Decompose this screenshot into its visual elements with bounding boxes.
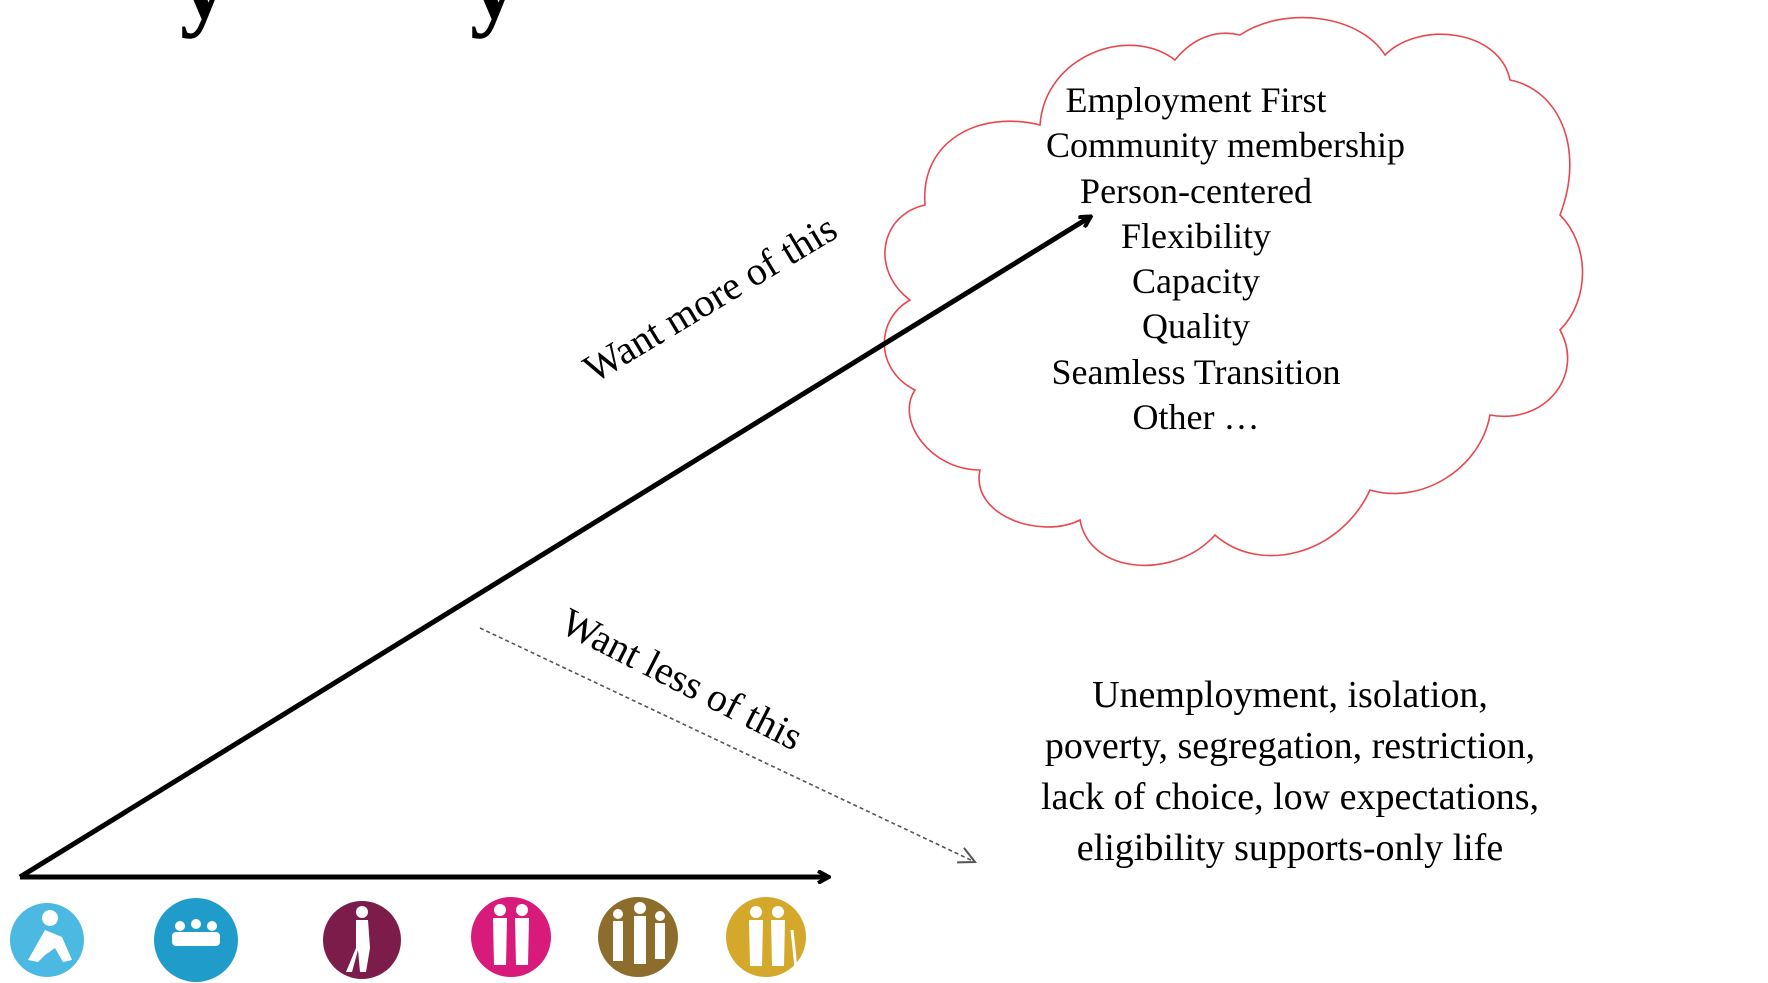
list-item: Person-centered xyxy=(1080,170,1312,211)
title-fragment-2: y xyxy=(470,0,518,34)
list-item: Flexibility xyxy=(1120,215,1271,256)
want-less-arrow xyxy=(479,627,975,862)
cloud-shape xyxy=(883,16,1584,567)
young-adults-icon xyxy=(471,897,551,977)
text-line: lack of choice, low expectations, xyxy=(1040,776,1540,818)
text-line: Unemployment, isolation, xyxy=(1092,674,1488,716)
list-item: Seamless Transition xyxy=(1051,351,1341,392)
list-item: Capacity xyxy=(1132,261,1260,302)
text-line: poverty, segregation, restriction, xyxy=(1044,725,1536,767)
family-icon xyxy=(598,897,678,977)
list-item: Quality xyxy=(1142,306,1250,347)
list-item: Community membership xyxy=(1046,125,1405,166)
list-item: Other … xyxy=(1132,397,1260,438)
teen-icon xyxy=(323,901,401,979)
children-icon xyxy=(154,898,238,982)
elderly-couple-icon xyxy=(726,897,806,977)
life-stage-icons xyxy=(10,897,806,982)
title-fragment-1: y xyxy=(180,0,228,34)
baby-icon xyxy=(10,903,84,977)
want-less-text: Unemployment, isolation, poverty, segreg… xyxy=(1010,670,1570,874)
list-item: Employment First xyxy=(1065,80,1327,120)
want-more-list: Employment First Community membership Pe… xyxy=(1046,78,1405,440)
want-more-arrow xyxy=(18,217,1090,880)
text-line: eligibility supports-only life xyxy=(1076,827,1504,869)
